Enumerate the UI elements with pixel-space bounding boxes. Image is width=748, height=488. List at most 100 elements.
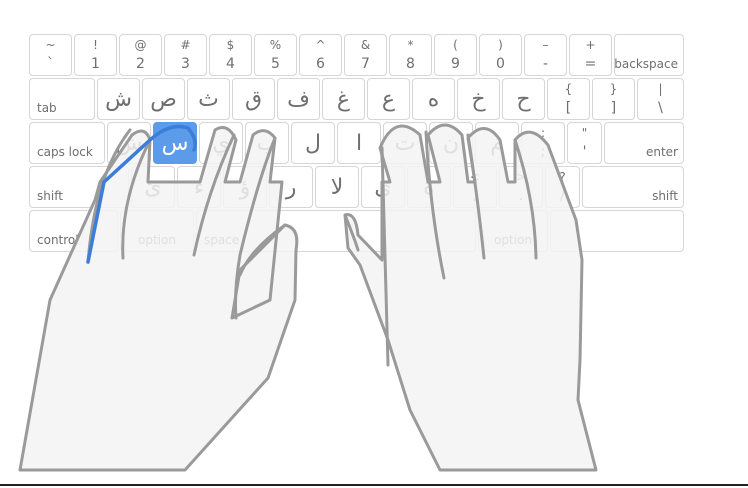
key-upper-label: * xyxy=(407,38,414,52)
key-backspace-0-13[interactable]: backspace xyxy=(614,34,684,76)
key-arabic-2-5[interactable]: ل xyxy=(291,122,335,164)
key-upper-label: + xyxy=(585,38,596,52)
key-arabic-1-9[interactable]: خ xyxy=(457,78,500,120)
key-arabic-label: ق xyxy=(244,87,263,112)
key-lower-label: 6 xyxy=(316,56,325,72)
key-upper-label: ! xyxy=(93,38,98,52)
key-symbol-0-5[interactable]: %5 xyxy=(254,34,297,76)
key-upper-label: ^ xyxy=(315,38,326,52)
key-arabic-label: ه xyxy=(427,87,440,112)
key-symbol-0-4[interactable]: $4 xyxy=(209,34,252,76)
key-symbol-1-12[interactable]: }] xyxy=(592,78,635,120)
left-index xyxy=(234,136,277,320)
key-lower-label: 2 xyxy=(136,56,145,72)
key-upper-label: $ xyxy=(226,38,235,52)
key-symbol-0-10[interactable]: )0 xyxy=(479,34,522,76)
key-symbol-0-0[interactable]: ~` xyxy=(29,34,72,76)
left-hand xyxy=(18,124,299,472)
key-arabic-label: س xyxy=(161,131,189,156)
key-arabic-label: ش xyxy=(105,87,132,112)
key-upper-label: " xyxy=(581,126,588,140)
key-lower-label: - xyxy=(542,56,549,72)
key-lower-label: 1 xyxy=(91,56,100,72)
key-lower-label: 3 xyxy=(181,56,190,72)
key-word-label: shift xyxy=(37,189,63,203)
key-lower-label: ' xyxy=(582,144,587,160)
key-symbol-0-8[interactable]: *8 xyxy=(389,34,432,76)
key-arabic-1-5[interactable]: ف xyxy=(277,78,320,120)
key-upper-label: @ xyxy=(134,38,147,52)
key-word-label: shift xyxy=(652,189,678,203)
key-upper-label: & xyxy=(360,38,371,52)
key-lower-label: ] xyxy=(610,100,617,116)
key-arabic-label: ا xyxy=(355,131,363,156)
key-shift-3-11[interactable]: shift xyxy=(582,166,684,208)
key-arabic-1-6[interactable]: غ xyxy=(322,78,365,120)
key-symbol-0-3[interactable]: #3 xyxy=(164,34,207,76)
key-lower-label: [ xyxy=(565,100,572,116)
key-arabic-label: ص xyxy=(150,87,177,112)
left-thumb xyxy=(238,223,287,277)
key-lower-label: 0 xyxy=(496,56,505,72)
key-arabic-1-2[interactable]: ص xyxy=(142,78,185,120)
key-arabic-label: ح xyxy=(516,87,531,112)
key-lower-label: ` xyxy=(47,56,54,72)
key-arabic-label: ر xyxy=(285,175,297,200)
left-palm xyxy=(18,126,299,472)
key-arabic-label: ف xyxy=(287,87,310,112)
key-word-label: enter xyxy=(645,145,678,159)
key-arabic-label: ع xyxy=(381,87,396,112)
key-arabic-1-1[interactable]: ش xyxy=(97,78,140,120)
key-arabic-label: ل xyxy=(305,131,321,156)
key-upper-label: ? xyxy=(559,170,566,184)
key-lower-label: 5 xyxy=(271,56,280,72)
key-arabic-1-8[interactable]: ه xyxy=(412,78,455,120)
key-symbol-1-13[interactable]: |\ xyxy=(637,78,684,120)
key-tab-1-0[interactable]: tab xyxy=(29,78,95,120)
key-arabic-2-6[interactable]: ا xyxy=(337,122,381,164)
key-symbol-0-1[interactable]: !1 xyxy=(74,34,117,76)
key-word-label: backspace xyxy=(614,57,678,71)
key-lower-label: \ xyxy=(658,100,663,116)
key-symbol-0-7[interactable]: &7 xyxy=(344,34,387,76)
left-ring-finger-active xyxy=(86,124,197,264)
key-symbol-2-11[interactable]: "' xyxy=(567,122,602,164)
key-upper-label: % xyxy=(269,38,282,52)
right-middle xyxy=(424,130,446,280)
key-lower-label: = xyxy=(584,56,597,72)
right-hand xyxy=(343,123,598,472)
key-caps-lock-2-0[interactable]: caps lock xyxy=(29,122,105,164)
key-upper-label: ~ xyxy=(45,38,56,52)
key-word-label: tab xyxy=(37,101,57,115)
key-upper-label: ( xyxy=(453,38,458,52)
right-pinky xyxy=(513,138,538,260)
key-word-label: caps lock xyxy=(37,145,93,159)
left-middle xyxy=(192,133,236,257)
key-arabic-1-7[interactable]: ع xyxy=(367,78,410,120)
key-symbol-0-2[interactable]: @2 xyxy=(119,34,162,76)
left-ring-outline xyxy=(121,138,152,260)
key-word-label: control xyxy=(37,233,79,247)
key-upper-label: # xyxy=(180,38,191,52)
key-symbol-1-11[interactable]: {[ xyxy=(547,78,590,120)
key-arabic-label: خ xyxy=(471,87,486,112)
key-enter-2-12[interactable]: enter xyxy=(604,122,684,164)
key-symbol-0-9[interactable]: (9 xyxy=(434,34,477,76)
key-arabic-1-3[interactable]: ث xyxy=(187,78,230,120)
key-upper-label: – xyxy=(542,38,549,52)
key-lower-label: 9 xyxy=(451,56,460,72)
key-symbol-0-12[interactable]: += xyxy=(569,34,612,76)
key-lower-label: 4 xyxy=(226,56,235,72)
key-arabic-label: غ xyxy=(336,87,351,112)
right-index xyxy=(380,146,390,367)
divider-line xyxy=(0,484,748,486)
key-arabic-1-4[interactable]: ق xyxy=(232,78,275,120)
key-arabic-3-5[interactable]: لا xyxy=(315,166,359,208)
key-symbol-0-6[interactable]: ^6 xyxy=(299,34,342,76)
key-lower-label: 8 xyxy=(406,56,415,72)
key-upper-label: : xyxy=(540,126,546,140)
key-arabic-1-10[interactable]: ح xyxy=(502,78,545,120)
key-symbol-0-11[interactable]: –- xyxy=(524,34,567,76)
